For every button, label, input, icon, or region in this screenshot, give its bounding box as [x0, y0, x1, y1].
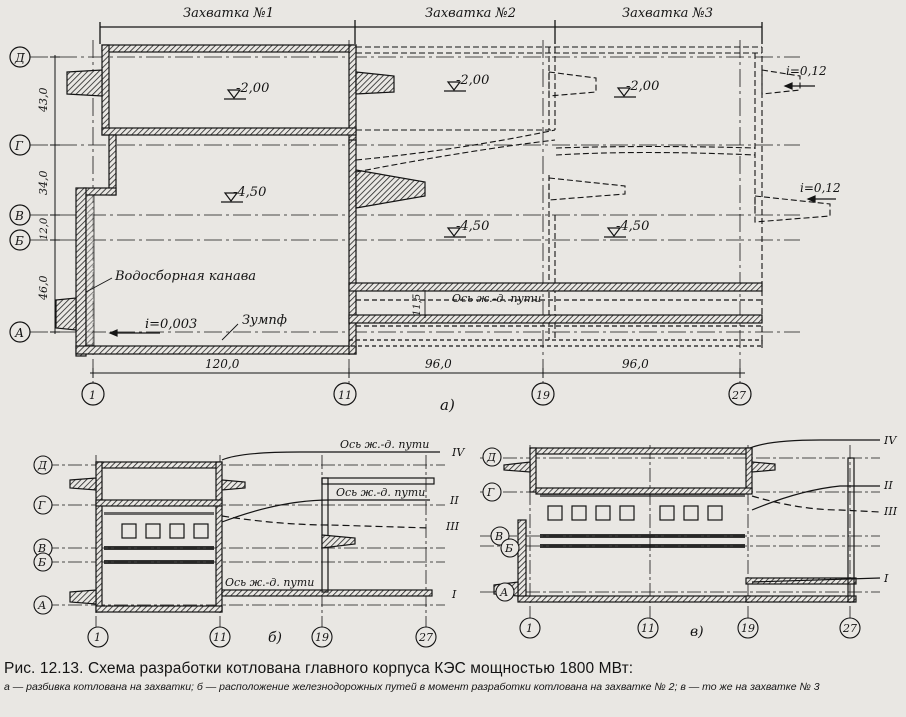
panel-c-label: в)	[690, 624, 704, 640]
slope-label-2: i=0,12	[800, 181, 841, 195]
axis-bubbles-rows	[9, 46, 31, 343]
axis-row-a: А	[14, 326, 24, 340]
slope-label-bottom: i=0,003	[145, 317, 197, 332]
rail-gap-label: 11,5	[412, 294, 423, 316]
pit-stage-1	[75, 44, 357, 357]
stage-3-label: Захватка №3	[622, 6, 713, 21]
rail-axis-label: Ось ж.-д. пути	[452, 292, 541, 305]
row-dim-4: 46,0	[37, 276, 50, 302]
b-roman-i: I	[451, 588, 457, 601]
c-roman-ii: II	[883, 479, 893, 492]
rail-strips	[348, 282, 763, 347]
c-axis-col-19: 19	[741, 622, 755, 635]
b-roman-iii: III	[445, 520, 460, 533]
panel-a	[9, 20, 836, 406]
c-roman-i: I	[883, 572, 889, 585]
stage-1-label: Захватка №1	[183, 6, 274, 21]
b-axis-col-1: 1	[94, 631, 101, 644]
sump-label: Зумпф	[242, 313, 287, 328]
stage-2-label: Захватка №2	[425, 6, 516, 21]
axis-col-1: 1	[89, 389, 96, 402]
level-6: -4,50	[616, 219, 649, 234]
slope-arrows	[108, 82, 836, 337]
c-axis-col-11: 11	[641, 622, 655, 635]
b-rail-axis-low: Ось ж.-д. пути	[225, 576, 314, 589]
b-axis-col-11: 11	[213, 631, 227, 644]
ditch-label: Водосборная канава	[114, 269, 256, 284]
row-dim-1: 43,0	[37, 88, 50, 114]
b-axis-row-d: Д	[37, 459, 48, 472]
caption-legend: а — разбивка котлована на захватки; б — …	[4, 681, 820, 693]
panel-c	[480, 439, 881, 639]
c-axis-col-1: 1	[526, 622, 533, 635]
row-dim-2: 34,0	[37, 171, 50, 196]
grid-axes-rows	[30, 56, 800, 333]
level-4: -4,50	[233, 185, 266, 200]
caption-title: Рис. 12.13. Схема разработки котлована г…	[4, 660, 634, 677]
b-rail-axis-mid: Ось ж.-д. пути	[336, 486, 425, 499]
slope-label-1: i=0,12	[786, 64, 827, 78]
level-markers	[221, 81, 636, 238]
axis-bubbles-cols	[81, 382, 752, 406]
level-3: -2,00	[626, 79, 659, 94]
level-1: -2,00	[236, 81, 269, 96]
row-dim-3: 12,0	[39, 217, 50, 240]
b-axis-col-27: 27	[418, 631, 433, 644]
figure-caption: Рис. 12.13. Схема разработки котлована г…	[4, 660, 904, 694]
col-dim-2: 96,0	[425, 357, 452, 371]
stage-header-lines	[99, 20, 763, 44]
b-rail-axis-top: Ось ж.-д. пути	[340, 438, 429, 451]
panel-c-blocks	[547, 505, 723, 521]
panel-b-label: б)	[268, 630, 282, 646]
row-dimension-chain	[50, 55, 60, 334]
panel-b-dots	[104, 512, 214, 564]
panel-a-label: а)	[440, 396, 455, 414]
c-axis-row-v: В	[494, 530, 503, 543]
level-2: -2,00	[456, 73, 489, 88]
panel-c-dots	[540, 494, 745, 548]
c-roman-iv: IV	[883, 434, 897, 447]
c-axis-row-d: Д	[486, 451, 497, 464]
c-axis-row-b: Б	[504, 542, 513, 555]
b-axis-row-a: А	[37, 599, 46, 612]
c-roman-iii: III	[883, 505, 898, 518]
col-dim-1: 120,0	[205, 357, 240, 371]
c-axis-row-a: А	[499, 586, 508, 599]
axis-col-19: 19	[536, 389, 550, 402]
axis-col-27: 27	[731, 389, 746, 402]
c-axis-col-27: 27	[842, 622, 857, 635]
axis-row-d: Д	[14, 51, 25, 65]
b-axis-row-b: Б	[37, 556, 46, 569]
b-axis-col-19: 19	[315, 631, 329, 644]
axis-col-11: 11	[338, 389, 352, 402]
col-dim-3: 96,0	[622, 357, 649, 371]
ramps	[55, 69, 426, 331]
b-roman-iv: IV	[451, 446, 465, 459]
panel-b-blocks	[121, 523, 209, 539]
col-dimension-chain	[90, 368, 745, 378]
axis-row-v: В	[14, 209, 24, 223]
c-axis-row-g: Г	[486, 486, 495, 499]
b-roman-ii: II	[449, 494, 459, 507]
axis-row-b: Б	[14, 234, 24, 248]
level-5: -4,50	[456, 219, 489, 234]
b-axis-row-g: Г	[37, 499, 46, 512]
pit-stage-2-3	[355, 46, 831, 348]
b-axis-row-v: В	[37, 542, 46, 555]
axis-row-g: Г	[14, 139, 24, 153]
panel-b	[33, 451, 445, 648]
leader-lines	[85, 277, 426, 341]
